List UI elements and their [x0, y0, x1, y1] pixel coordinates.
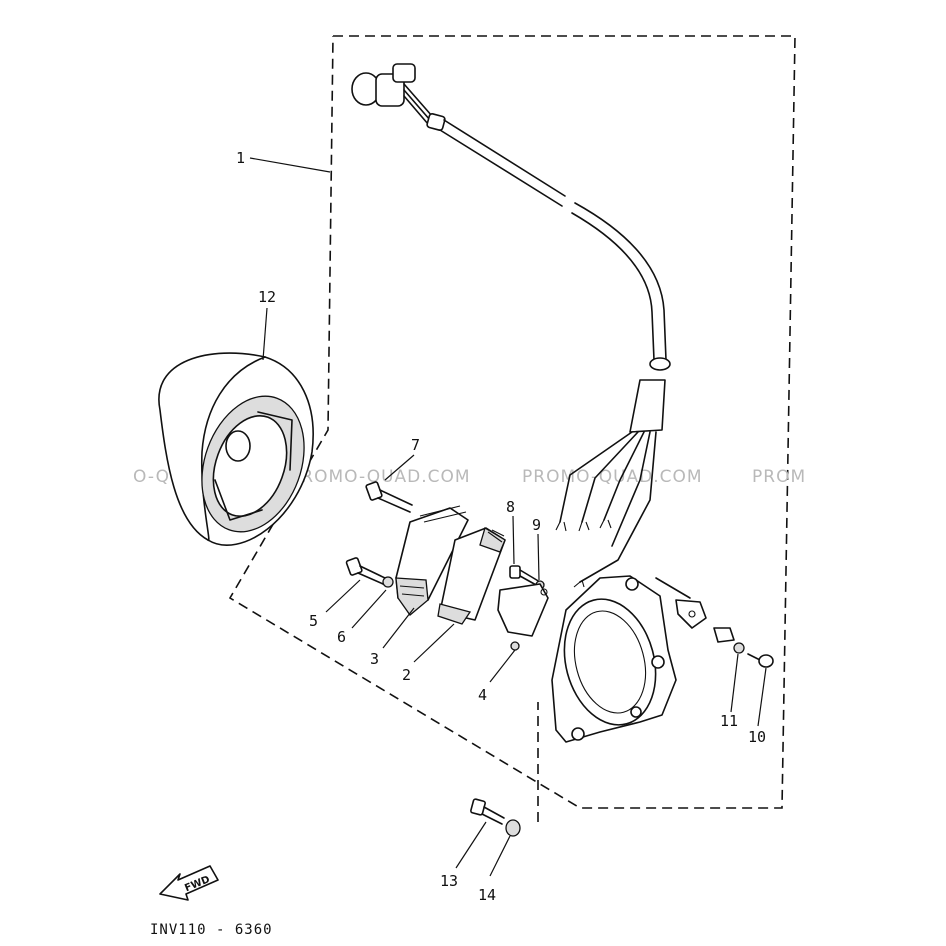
callout-8: 8: [506, 498, 515, 516]
bracket-4: [497, 583, 549, 651]
washer-6: [382, 576, 394, 588]
wiring-harness: [351, 63, 671, 588]
leader-11: [730, 653, 739, 713]
leader-2: [413, 623, 455, 663]
callout-11: 11: [720, 712, 738, 730]
washer-11: [733, 642, 745, 654]
fwd-arrow-icon: FWD: [159, 865, 219, 901]
leader-3: [382, 607, 415, 649]
callout-13: 13: [440, 872, 458, 890]
screw-5: [345, 557, 386, 585]
watermark-4: PROM: [752, 467, 806, 487]
leader-8: [512, 515, 515, 565]
leader-9: [537, 533, 540, 581]
stator-base-plate: [551, 575, 677, 743]
callout-14: 14: [478, 886, 496, 904]
assembly-outline: [228, 35, 796, 809]
callout-2: 2: [402, 666, 411, 684]
callout-10: 10: [748, 728, 766, 746]
leader-5: [325, 579, 361, 613]
neutral-switch: [655, 577, 735, 643]
pickup-coil-2: [437, 527, 506, 625]
callout-4: 4: [478, 686, 487, 704]
callout-7: 7: [411, 436, 420, 454]
leader-10: [757, 667, 767, 727]
leader-7: [384, 454, 415, 481]
bolt-13: [470, 798, 505, 825]
figure-code: INV110 - 6360: [150, 922, 273, 938]
leader-6: [351, 589, 387, 629]
leader-4: [489, 649, 516, 683]
callout-3: 3: [370, 650, 379, 668]
callout-6: 6: [337, 628, 346, 646]
charging-coil-3: [395, 505, 469, 616]
watermark-2: PROMO-QUAD.COM: [290, 467, 471, 487]
flywheel-rotor: [158, 352, 314, 546]
leader-12: [262, 307, 268, 361]
leader-14: [489, 835, 511, 877]
washer-14: [505, 819, 521, 837]
callout-1: 1: [236, 149, 245, 167]
leader-13: [455, 821, 487, 869]
callout-9: 9: [532, 516, 541, 534]
callout-5: 5: [309, 612, 318, 630]
leader-1: [249, 157, 331, 173]
bolt-7: [365, 481, 413, 513]
screw-10: [747, 653, 774, 668]
callout-12: 12: [258, 288, 276, 306]
screw-8: [509, 565, 541, 587]
watermark-3: PROMO-QUAD.COM: [522, 467, 703, 487]
